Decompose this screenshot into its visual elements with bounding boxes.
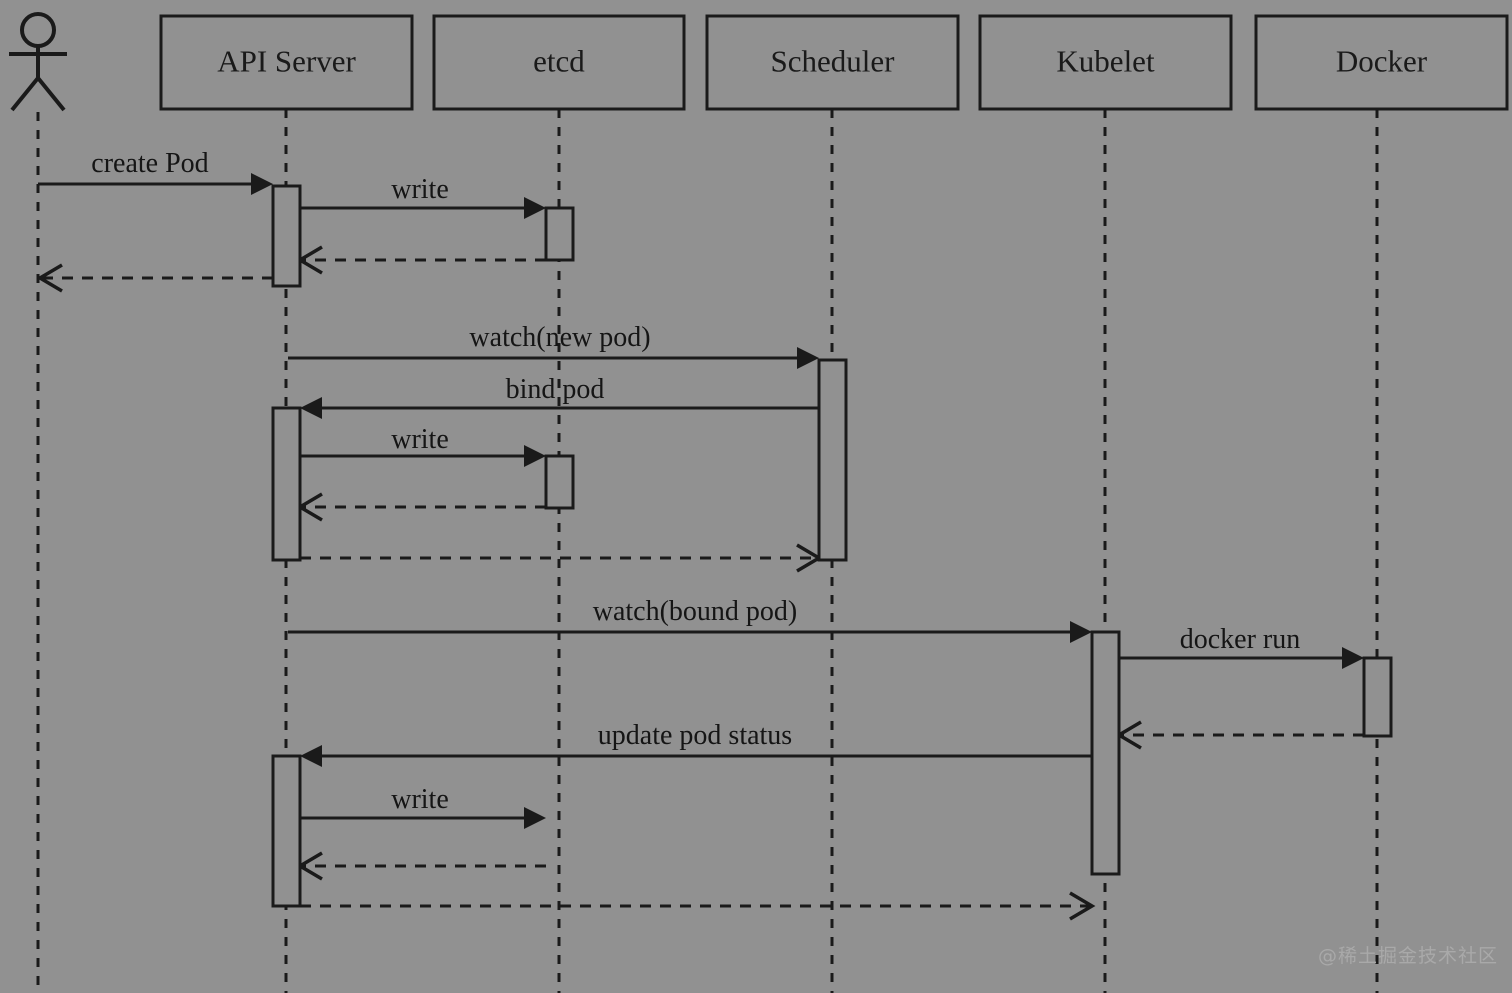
lifelines-group: [36, 109, 1379, 993]
actor-leg-left: [10, 76, 40, 112]
watermark: @稀土掘金技术社区: [1318, 945, 1499, 967]
actor-figure[interactable]: [9, 12, 67, 112]
activation-api-act-1: [271, 184, 302, 288]
participant-box-api-server[interactable]: [159, 14, 414, 111]
activation-scheduler-act-1: [817, 358, 848, 562]
message-label-m2: write: [391, 174, 449, 205]
participant-label-scheduler: Scheduler: [771, 44, 896, 79]
arrowhead-m1: [251, 173, 273, 195]
message-label-m13: update pod status: [598, 720, 792, 751]
participant-label-kubelet: Kubelet: [1056, 44, 1155, 79]
activation-etcd-act-1: [544, 206, 575, 262]
message-label-m5: watch(new pod): [469, 322, 650, 353]
arrowhead-m4: [36, 263, 63, 293]
arrowhead-m7: [524, 445, 546, 467]
message-label-m6: bind pod: [506, 374, 605, 405]
activation-etcd-act-2: [544, 454, 575, 510]
arrowhead-m11: [1342, 647, 1364, 669]
arrowhead-m5: [797, 347, 819, 369]
participant-label-docker: Docker: [1336, 44, 1428, 79]
actor-head-icon: [20, 12, 56, 48]
activation-docker-act-1: [1362, 656, 1393, 738]
message-label-m7: write: [391, 424, 449, 455]
message-label-m1: create Pod: [91, 148, 208, 179]
participant-box-docker[interactable]: [1254, 14, 1509, 111]
participant-box-scheduler[interactable]: [705, 14, 960, 111]
arrowhead-m16: [1069, 891, 1096, 921]
message-label-m10: watch(bound pod): [593, 596, 798, 627]
arrowhead-m6: [300, 397, 322, 419]
messages-group: [36, 173, 1364, 921]
arrowhead-m13: [300, 745, 322, 767]
arrowhead-m10: [1070, 621, 1092, 643]
arrowhead-m14: [524, 807, 546, 829]
actor-leg-right: [36, 76, 66, 112]
activation-kubelet-act-1: [1090, 630, 1121, 876]
participant-box-etcd[interactable]: [432, 14, 686, 111]
participant-box-kubelet[interactable]: [978, 14, 1233, 111]
activation-api-act-2: [271, 406, 302, 562]
activation-api-act-3: [271, 754, 302, 908]
message-label-m11: docker run: [1180, 624, 1301, 655]
participant-label-api-server: API Server: [217, 44, 356, 79]
message-labels-group: create Pod write watch(new pod) bind pod wri…: [91, 148, 1300, 815]
message-label-m14: write: [391, 784, 449, 815]
participants-group: API Server etcd Scheduler Kubelet Docker: [159, 14, 1509, 111]
arrowhead-m2: [524, 197, 546, 219]
participant-label-etcd: etcd: [533, 44, 585, 79]
activations-group: [271, 184, 1393, 908]
